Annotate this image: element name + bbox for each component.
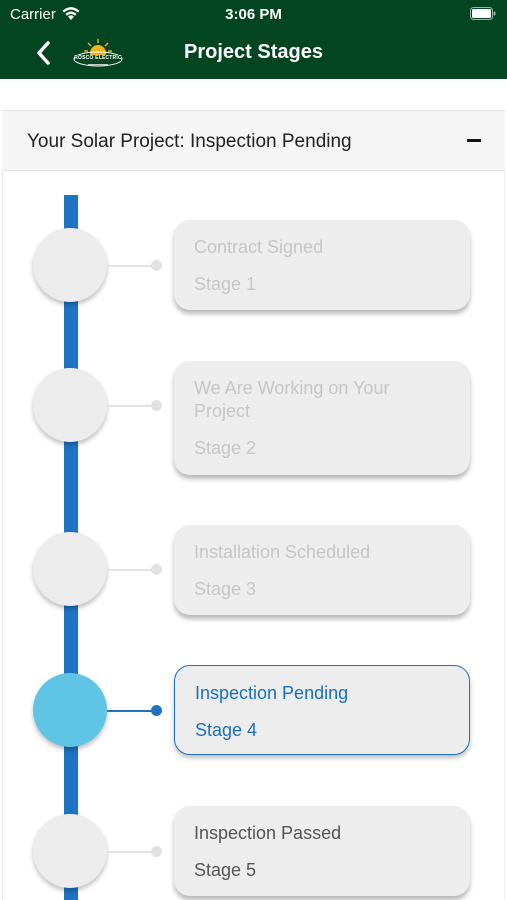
stage-2-connector-dot — [151, 400, 162, 411]
stage-number: Stage 3 — [194, 579, 257, 599]
back-button[interactable] — [30, 38, 58, 68]
stage-4-node — [33, 673, 107, 747]
company-logo: ROSCO ELECTRIC — [72, 37, 124, 71]
stage-4-connector — [107, 710, 157, 712]
stage-4-connector-dot — [151, 705, 162, 716]
stage-1-node — [33, 228, 107, 302]
stage-card-2[interactable]: We Are Working on Your Project Stage 2 — [174, 361, 470, 475]
project-section-header[interactable]: Your Solar Project: Inspection Pending — [2, 110, 505, 171]
stage-name: Contract Signed — [194, 237, 324, 257]
logo-text: ROSCO ELECTRIC — [74, 55, 122, 61]
stage-card-3[interactable]: Installation Scheduled Stage 3 — [174, 525, 470, 615]
wifi-icon — [62, 7, 80, 20]
stage-5-connector — [107, 851, 157, 853]
stage-card-1[interactable]: Contract Signed Stage 1 — [174, 220, 470, 310]
stage-card-4[interactable]: Inspection Pending Stage 4 — [174, 665, 470, 755]
stages-timeline: Contract Signed Stage 1 We Are Working o… — [2, 171, 505, 900]
stage-number: Stage 4 — [195, 720, 258, 740]
collapse-icon[interactable] — [467, 139, 481, 142]
page-title: Project Stages — [184, 41, 323, 63]
chevron-left-icon — [37, 41, 50, 65]
stage-card-5[interactable]: Inspection Passed Stage 5 — [174, 806, 470, 896]
stage-2-connector — [107, 405, 157, 407]
stage-number: Stage 2 — [194, 438, 257, 458]
stage-3-connector — [107, 569, 157, 571]
status-bar: Carrier 3:06 PM — [0, 0, 507, 28]
stage-name: Inspection Passed — [194, 823, 342, 843]
battery-icon — [470, 7, 496, 20]
nav-bar: Carrier 3:06 PM — [0, 0, 507, 79]
stage-5-connector-dot — [151, 846, 162, 857]
section-title: Your Solar Project: Inspection Pending — [27, 131, 352, 152]
stage-3-connector-dot — [151, 564, 162, 575]
stage-1-connector-dot — [151, 260, 162, 271]
stage-number: Stage 1 — [194, 274, 257, 294]
stage-name: Inspection Pending — [195, 683, 349, 703]
stage-name: Installation Scheduled — [194, 542, 371, 562]
stage-3-node — [33, 532, 107, 606]
stage-1-connector — [107, 265, 157, 267]
stage-5-node — [33, 814, 107, 888]
stage-2-node — [33, 368, 107, 442]
clock: 3:06 PM — [225, 6, 282, 23]
carrier-label: Carrier — [10, 6, 56, 23]
stage-name: We Are Working on Your Project — [194, 378, 390, 421]
stage-number: Stage 5 — [194, 860, 257, 880]
